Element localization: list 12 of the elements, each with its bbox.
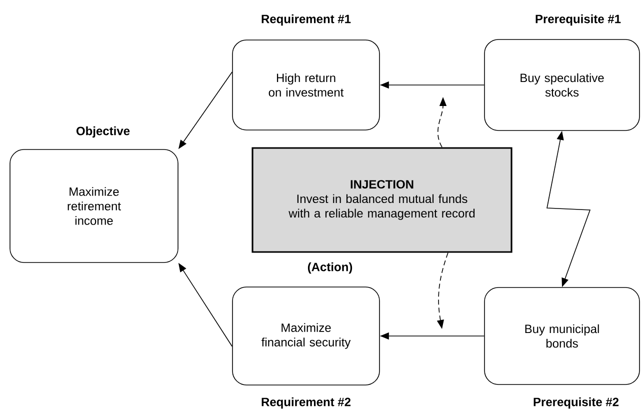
heading: Prerequisite #2 <box>534 397 619 409</box>
heading: Requirement #1 <box>262 14 351 26</box>
heading: Objective <box>76 126 130 138</box>
heading: Prerequisite #1 <box>536 14 621 26</box>
rounded-box: Maximize retirement income <box>10 149 178 263</box>
injection-box: INJECTION Invest in balanced mutual funds with a reliable management record <box>252 147 512 253</box>
rounded-box: High return on investment <box>232 40 380 130</box>
rounded-box: Buy speculative stocks <box>484 39 640 131</box>
heading: Requirement #2 <box>262 397 351 409</box>
rounded-box: Buy municipal bonds <box>484 287 640 385</box>
beside-label: (Action) <box>308 262 352 274</box>
rounded-box: Maximize financial security <box>232 286 380 386</box>
